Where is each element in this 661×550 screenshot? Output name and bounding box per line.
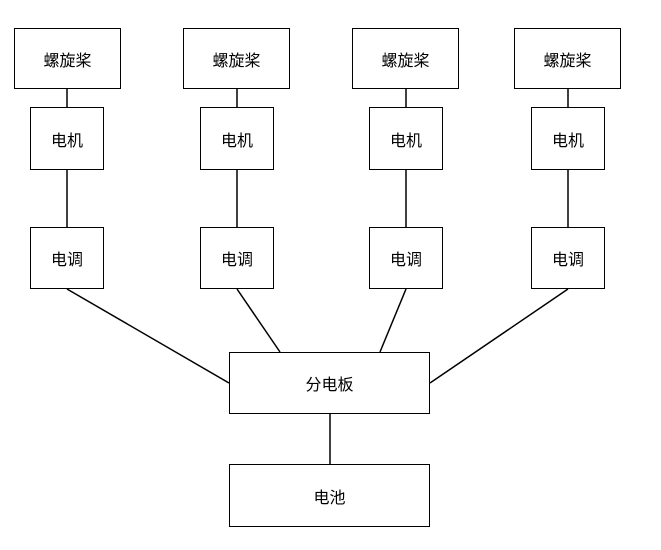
esc-3-box: 电调 (369, 227, 443, 289)
propeller-3-label: 螺旋桨 (381, 50, 430, 70)
power-distribution-board-label: 分电板 (305, 375, 354, 394)
propeller-4-label: 螺旋桨 (543, 50, 592, 70)
motor-4-box: 电机 (531, 107, 605, 170)
motor-2-label: 电机 (220, 130, 253, 150)
battery-box: 电池 (229, 464, 430, 527)
motor-1-box: 电机 (30, 107, 104, 170)
esc-3-label: 电调 (389, 250, 422, 269)
line-esc3-pdb (379, 288, 407, 353)
propeller-1-label: 螺旋桨 (43, 50, 92, 70)
esc-4-label: 电调 (551, 250, 584, 269)
line-esc1-pdb (66, 288, 230, 384)
esc-1-label: 电调 (50, 250, 83, 269)
motor-2-box: 电机 (200, 107, 274, 170)
motor-1-label: 电机 (50, 130, 83, 150)
battery-label: 电池 (313, 487, 346, 507)
propeller-1-box: 螺旋桨 (14, 28, 121, 89)
propeller-2-label: 螺旋桨 (212, 50, 261, 70)
propeller-3-box: 螺旋桨 (352, 28, 459, 89)
motor-3-box: 电机 (369, 107, 443, 170)
esc-2-label: 电调 (220, 250, 253, 269)
motor-4-label: 电机 (551, 130, 584, 150)
line-esc2-pdb (236, 288, 281, 353)
power-distribution-board-box: 分电板 (229, 352, 430, 414)
line-esc4-pdb (429, 288, 569, 384)
propeller-4-box: 螺旋桨 (514, 28, 621, 89)
propeller-2-box: 螺旋桨 (183, 28, 290, 89)
esc-2-box: 电调 (200, 227, 274, 289)
esc-4-box: 电调 (531, 227, 605, 289)
motor-3-label: 电机 (389, 130, 422, 150)
esc-1-box: 电调 (30, 227, 104, 289)
